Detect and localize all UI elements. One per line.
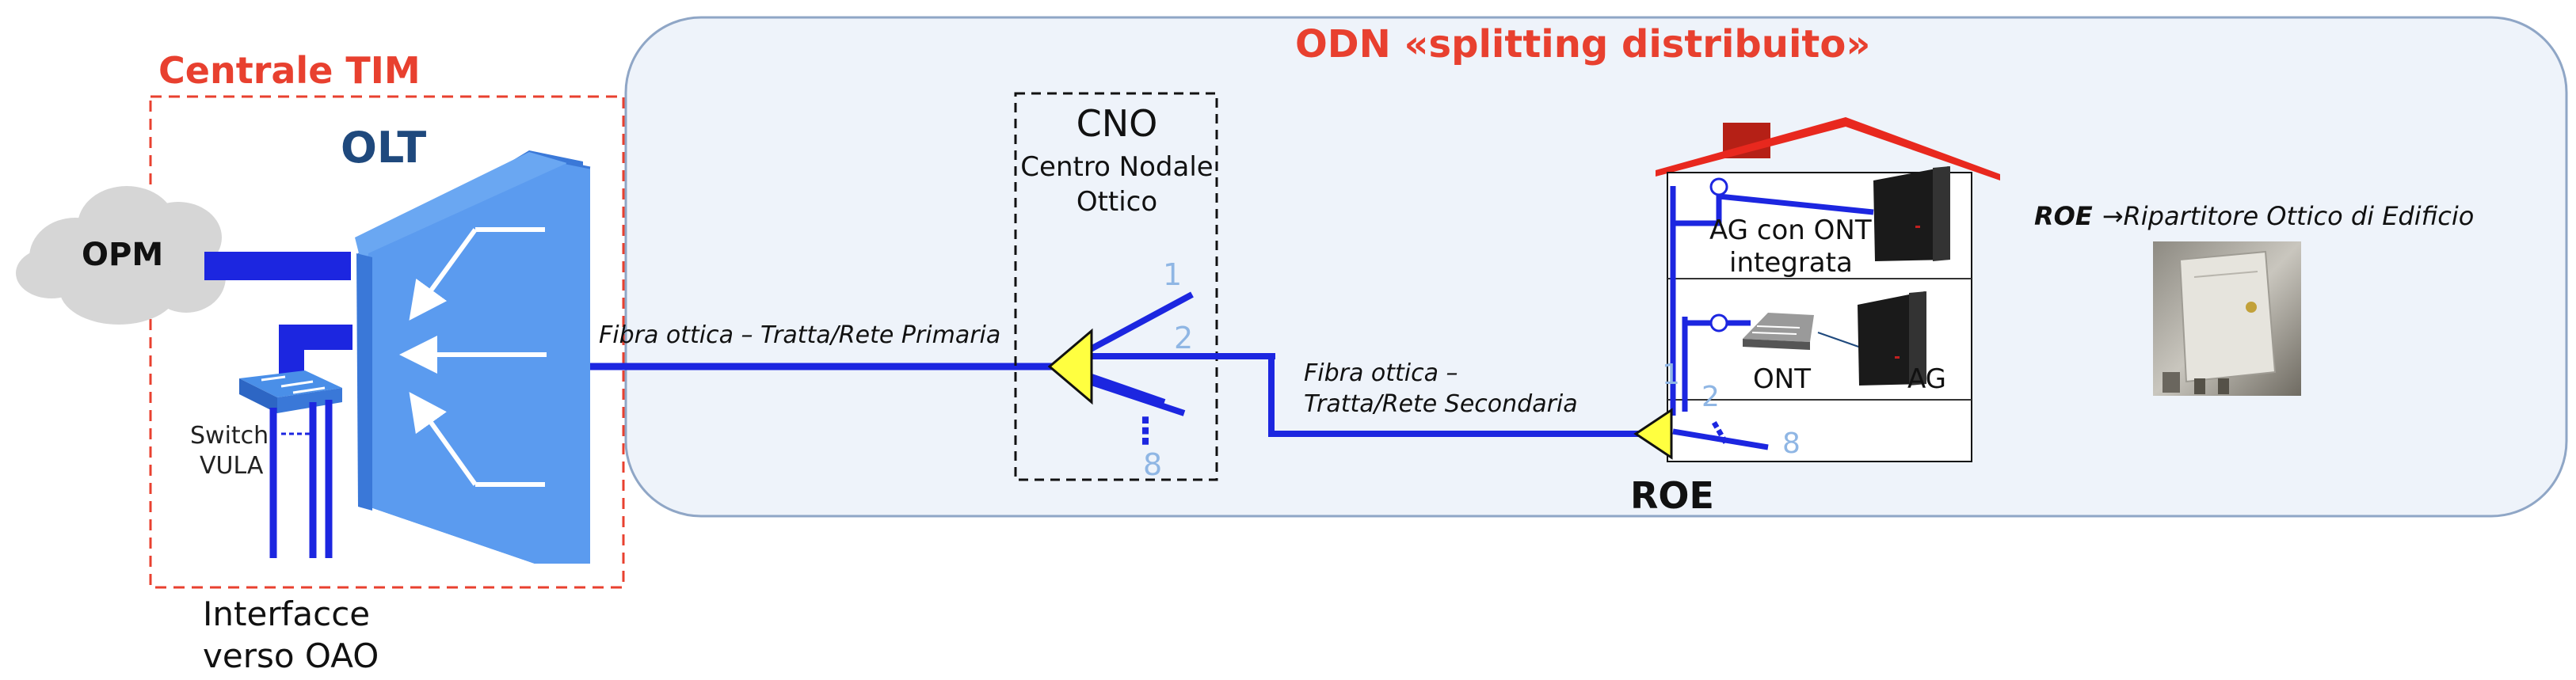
cno-branch-3 xyxy=(1088,373,1166,405)
switch-vula-icon xyxy=(239,370,342,413)
socket-icon-2 xyxy=(1709,313,1728,332)
ont-ag-link xyxy=(1817,332,1864,349)
ont-label: ONT xyxy=(1753,363,1811,395)
roe-label: ROE xyxy=(1630,474,1714,517)
opm-cloud-icon xyxy=(16,186,226,325)
roe-splitter xyxy=(1633,408,1673,460)
drop-ag-ont-h xyxy=(1673,193,1874,226)
switch-label-1: Switch xyxy=(190,422,269,450)
cno-branch-4 xyxy=(1088,378,1186,416)
cno-desc-2: Ottico xyxy=(1077,186,1157,218)
roe-port-8: 8 xyxy=(1782,427,1801,460)
central-office-box xyxy=(149,95,625,589)
fiber-primary-label: Fibra ottica – Tratta/Rete Primaria xyxy=(599,321,1000,349)
cno-splitter xyxy=(1047,328,1093,405)
cno-label: CNO xyxy=(1077,102,1158,145)
central-title: Centrale TIM xyxy=(158,49,421,92)
cno-desc-1: Centro Nodale xyxy=(1020,151,1213,183)
roe-definition: ROE →Ripartitore Ottico di Edificio xyxy=(2034,201,2474,231)
switch-label-2: VULA xyxy=(200,452,264,480)
fiber-secondary-label-2: Tratta/Rete Secondaria xyxy=(1304,390,1578,418)
ag-ont-label-1: AG con ONT xyxy=(1709,215,1872,246)
ont-device-icon xyxy=(1743,313,1814,350)
interfaces-label-1: Interfacce xyxy=(203,595,370,633)
ag-ont-label-2: integrata xyxy=(1729,247,1853,279)
switch-uplink-v xyxy=(279,325,304,378)
fiber-secondary-label-1: Fibra ottica – xyxy=(1304,359,1458,387)
router-ag-ont-icon xyxy=(1873,166,1950,261)
roe-definition-abbr: ROE xyxy=(2034,201,2093,231)
cno-branch-1 xyxy=(1088,291,1194,353)
roe-port-1: 1 xyxy=(1662,359,1680,391)
odn-title: ODN «splitting distribuito» xyxy=(1295,22,1870,66)
cno-ellipsis: ⋮ xyxy=(1127,409,1164,452)
olt-device-icon xyxy=(355,150,591,564)
socket-icon-1 xyxy=(1709,177,1728,196)
ag-label: AG xyxy=(1907,363,1946,395)
cno-port-8: 8 xyxy=(1143,447,1162,482)
roe-photo xyxy=(2153,241,2301,396)
cno-port-1: 1 xyxy=(1163,257,1182,292)
roe-branch-8 xyxy=(1672,428,1769,450)
router-ag-icon xyxy=(1858,291,1926,386)
roe-port-2: 2 xyxy=(1701,381,1720,413)
roe-definition-arrow: → xyxy=(2102,201,2124,231)
secondary-fiber xyxy=(1268,356,1660,437)
cno-box xyxy=(1014,92,1218,481)
opm-label: OPM xyxy=(82,237,163,273)
roe-definition-text: Ripartitore Ottico di Edificio xyxy=(2124,201,2475,231)
interfaces-label-2: verso OAO xyxy=(203,636,379,675)
cno-port-2: 2 xyxy=(1174,321,1193,355)
opm-link xyxy=(204,252,351,280)
olt-label: OLT xyxy=(341,123,426,173)
